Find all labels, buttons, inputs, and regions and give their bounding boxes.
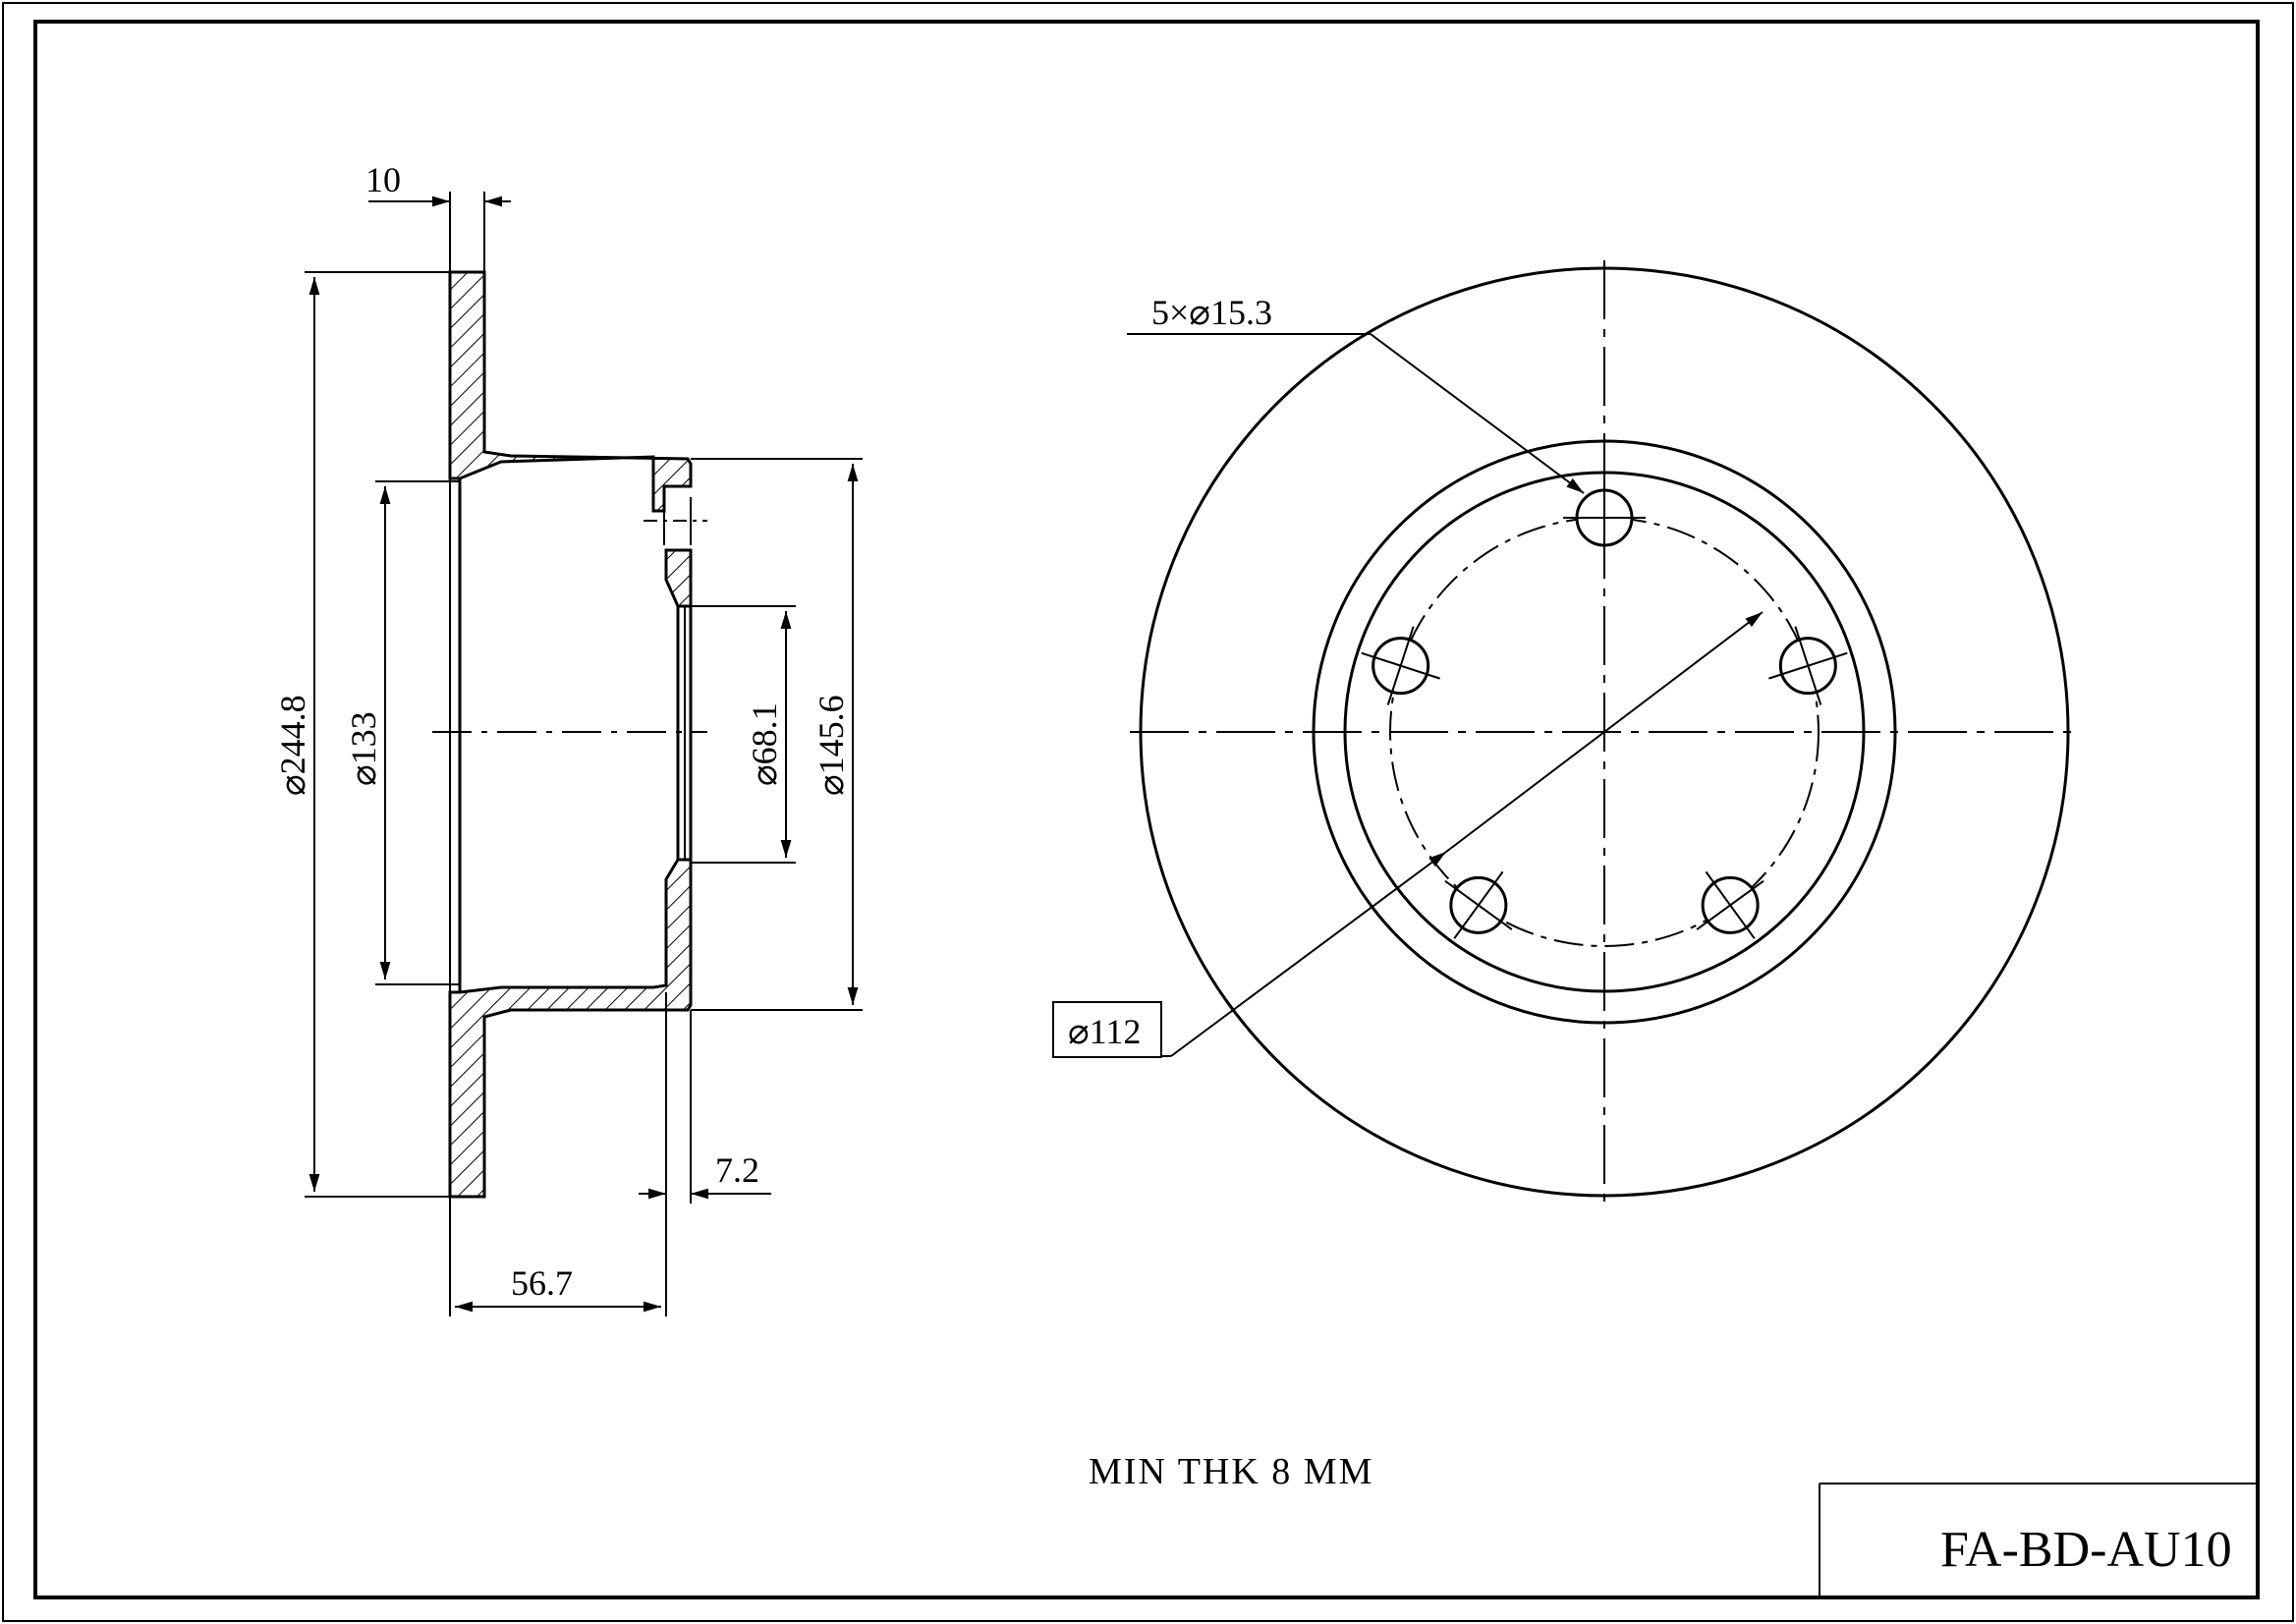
dim-disc-thickness: 7.2 — [715, 1150, 759, 1190]
dim-total-height: 56.7 — [511, 1263, 573, 1303]
bolt-hole-tangent-mark — [1794, 626, 1822, 705]
part-number: FA-BD-AU10 — [1940, 1522, 2232, 1578]
leader-bolt-holes — [1370, 333, 1585, 494]
front-view: 5×⌀15.3 ⌀112 — [1052, 260, 2078, 1204]
section-top — [448, 270, 693, 513]
min-thickness-note: MIN THK 8 MM — [1089, 1451, 1373, 1492]
section-bottom — [448, 858, 693, 1199]
dim-bolt-holes: 5×⌀15.3 — [1151, 293, 1272, 332]
bolt-hole-tangent-mark — [1386, 626, 1415, 705]
dim-hat-outer-diameter: ⌀145.6 — [812, 695, 851, 796]
bolt-hole-tangent-mark — [1696, 879, 1764, 930]
leader-pitch — [1170, 851, 1447, 1057]
dim-pitch-circle: ⌀112 — [1068, 1012, 1141, 1051]
pitch-diameter-line — [1445, 611, 1764, 853]
bolt-holes — [1361, 476, 1848, 939]
side-section-view: 10 ⌀244.8 ⌀133 ⌀68.1 ⌀145.6 7.2 56.7 — [273, 160, 863, 1316]
dim-hat-inner-diameter: ⌀133 — [344, 711, 383, 786]
bolt-hole-tangent-mark — [1444, 879, 1513, 930]
dim-hat-thickness: 10 — [365, 160, 401, 199]
dim-center-bore: ⌀68.1 — [745, 702, 784, 786]
section-top-bore — [664, 548, 693, 608]
title-block: FA-BD-AU10 — [1819, 1483, 2258, 1597]
dim-outer-diameter: ⌀244.8 — [273, 695, 312, 796]
pitch-label-box — [1052, 1001, 1162, 1058]
inner-border — [33, 20, 2260, 1599]
